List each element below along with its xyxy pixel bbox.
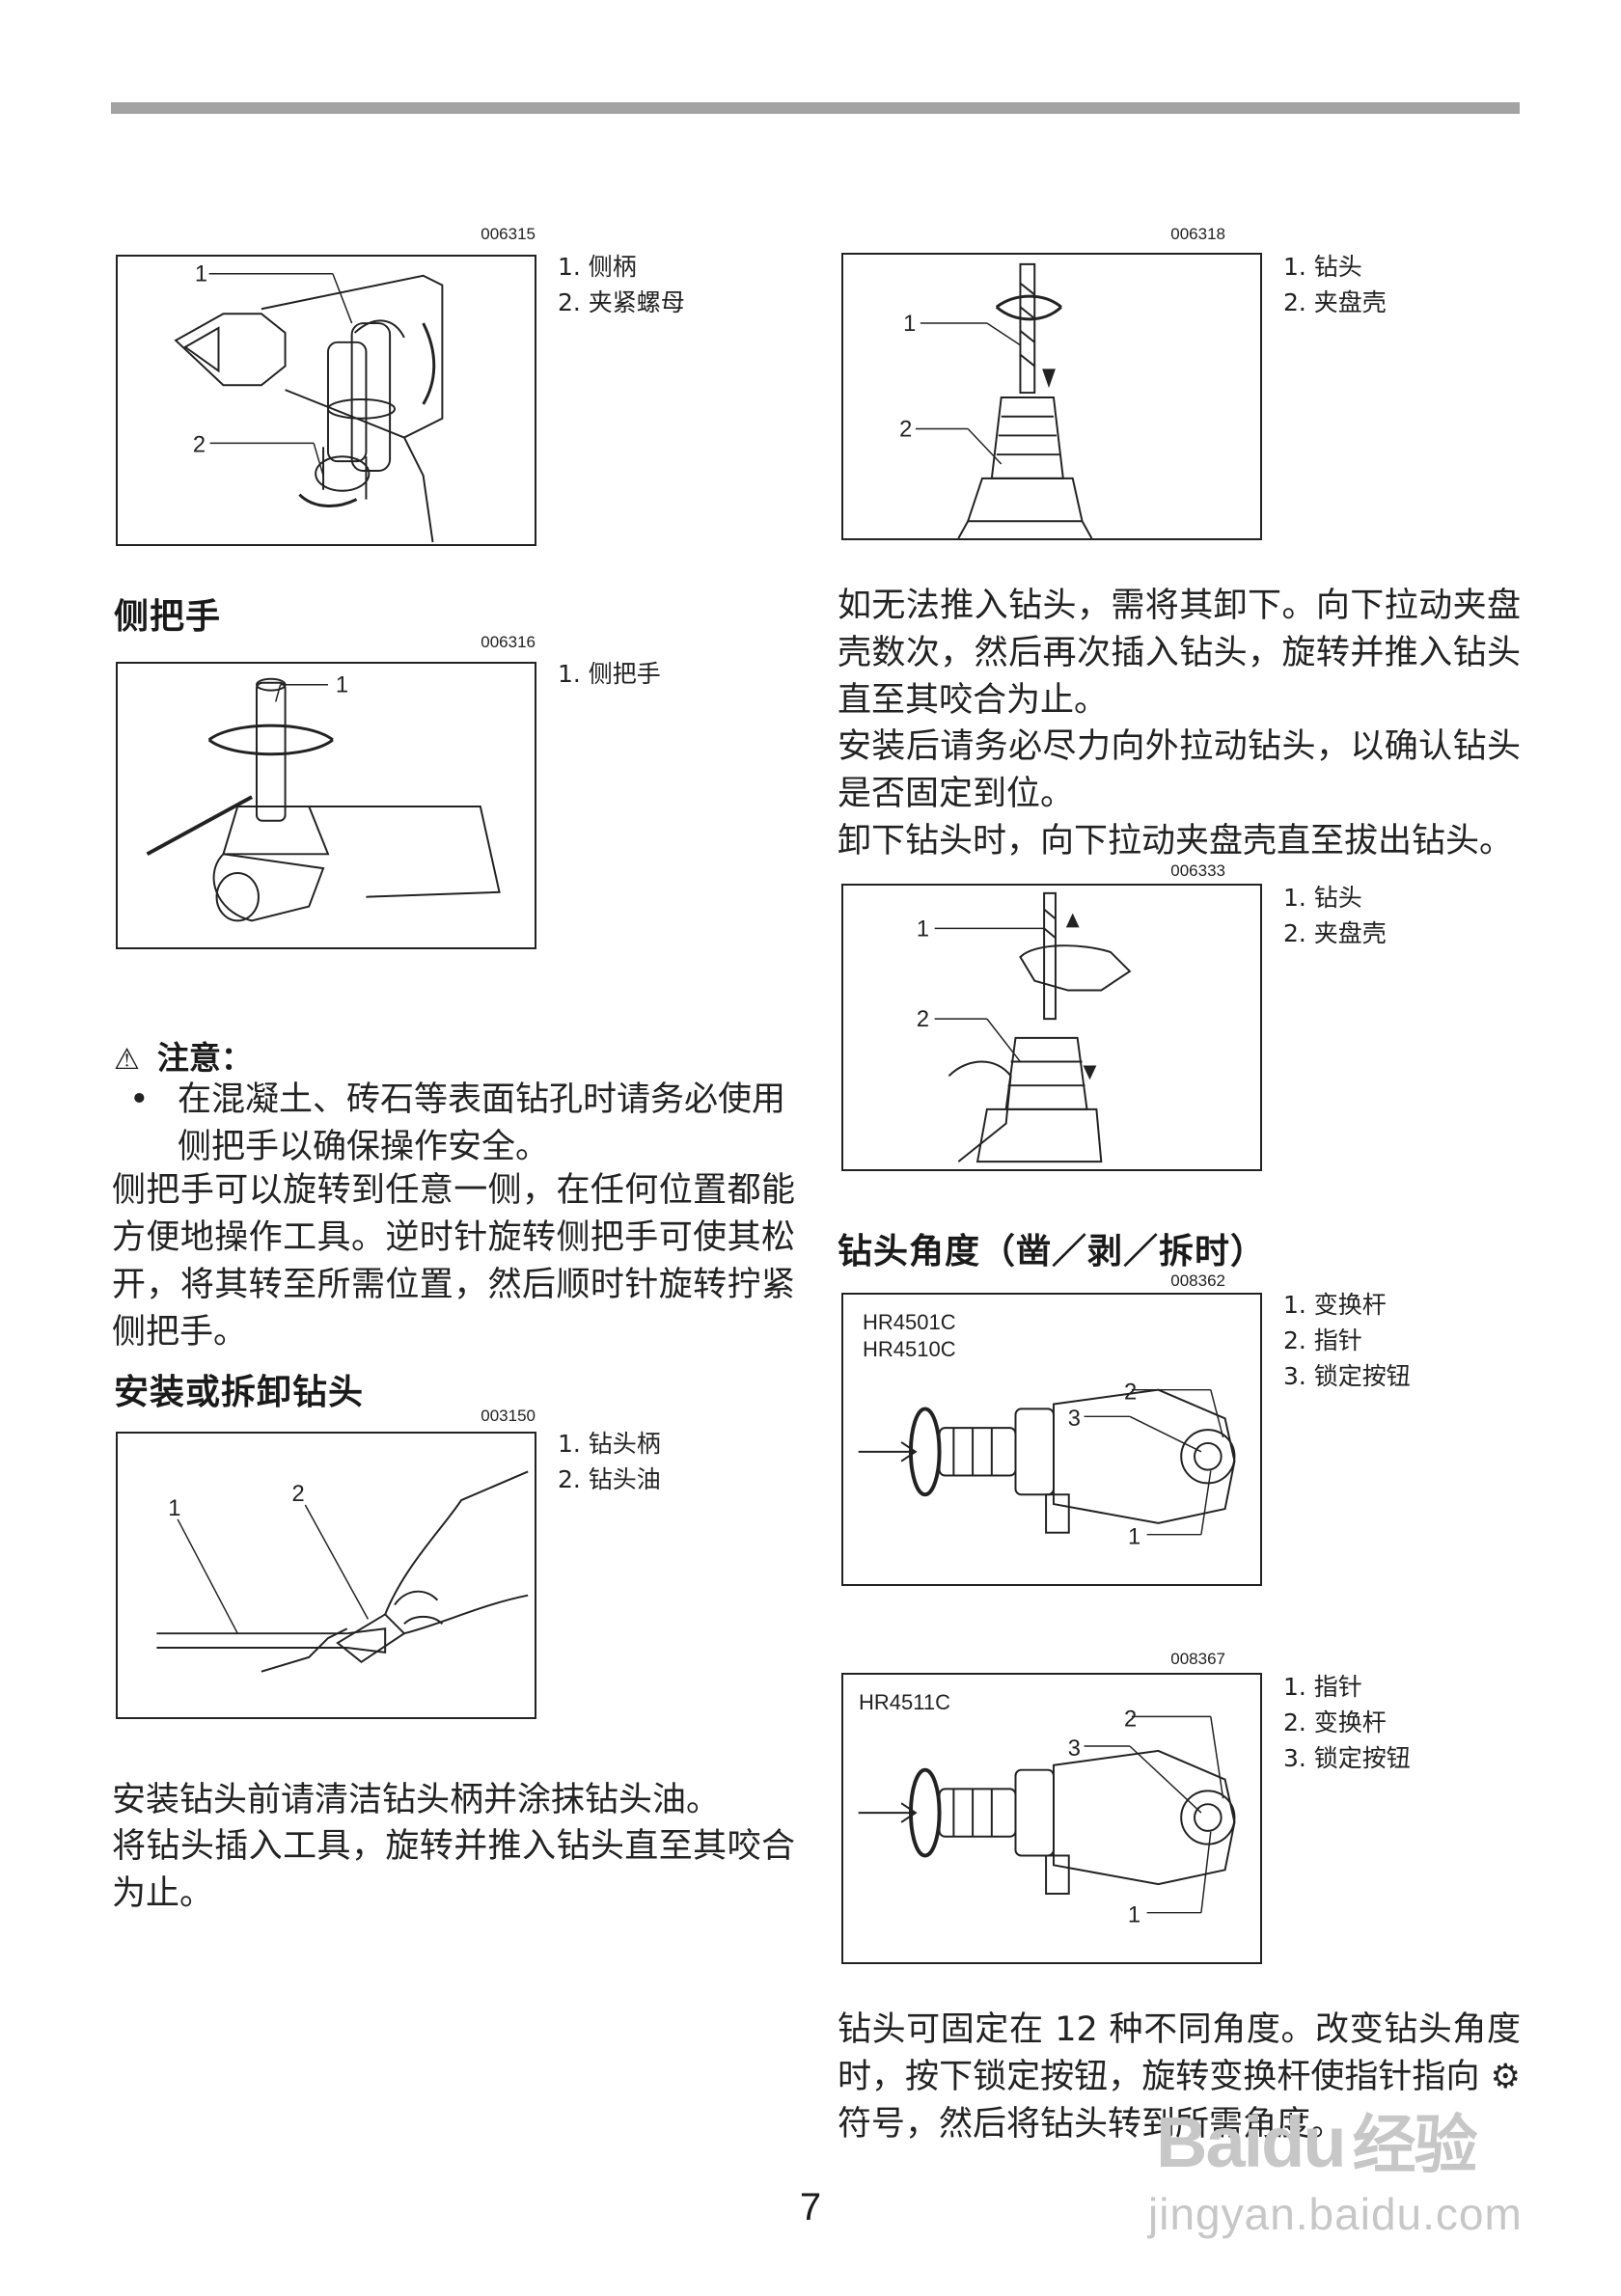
heading-bit-angle: 钻头角度（凿／剥／拆时）	[838, 1232, 1267, 1271]
figure-code: 006318	[1170, 225, 1225, 243]
figure-remove-bit: 1 2	[841, 884, 1262, 1171]
caution-item: • 在混凝土、砖石等表面钻孔时请务必使用侧把手以确保操作安全。	[129, 1077, 795, 1171]
legend-item: 2. 夹盘壳	[1283, 919, 1387, 947]
remove-bit-illustration: 1 2	[917, 891, 1132, 1163]
legend-item: 3. 锁定按钮	[1283, 1744, 1411, 1772]
figure-angle-hr4511c: HR4511C 2 3 1	[841, 1673, 1262, 1964]
legend-item: 1. 钻头	[1283, 884, 1362, 912]
figure-side-grip: 1 2	[116, 255, 536, 546]
legend-item: 2. 指针	[1283, 1326, 1362, 1354]
figure-legend: 1. 钻头 2. 夹盘壳	[1283, 880, 1387, 951]
right-paragraph-3: 卸下钻头时，向下拉动夹盘壳直至拔出钻头。	[838, 822, 1514, 861]
svg-text:2: 2	[1124, 1380, 1137, 1406]
legend-item: 2. 变换杆	[1283, 1708, 1387, 1736]
figure-legend: 1. 侧把手	[558, 656, 661, 692]
svg-text:1: 1	[1128, 1525, 1140, 1550]
model-label: HR4501C	[863, 1310, 956, 1334]
caution-title: ⚠注意：	[114, 1039, 253, 1077]
angle-hr4501c-illustration: 2 3 1	[858, 1380, 1236, 1550]
legend-item: 2. 钻头油	[558, 1465, 661, 1493]
svg-text:3: 3	[1068, 1407, 1081, 1432]
svg-text:3: 3	[1068, 1736, 1081, 1762]
legend-item: 1. 侧把手	[558, 660, 661, 688]
figure-legend: 1. 钻头柄 2. 钻头油	[558, 1426, 661, 1497]
legend-item: 3. 锁定按钮	[1283, 1362, 1411, 1390]
warning-icon: ⚠	[114, 1043, 140, 1077]
figure-legend: 1. 侧柄 2. 夹紧螺母	[558, 249, 685, 320]
legend-item: 1. 变换杆	[1283, 1291, 1387, 1319]
bit-grease-illustration: 1 2	[156, 1470, 529, 1673]
model-label: HR4510C	[863, 1337, 956, 1361]
svg-text:2: 2	[899, 417, 912, 442]
svg-text:2: 2	[1124, 1707, 1137, 1732]
svg-text:1: 1	[195, 262, 207, 287]
figure-angle-hr4501c: HR4501C HR4510C 2 3 1	[841, 1293, 1262, 1586]
side-handle-illustration: 1	[146, 673, 501, 922]
insert-bit-illustration: 1 2	[899, 262, 1093, 538]
figure-code: 006316	[481, 633, 536, 651]
figure-code: 008362	[1170, 1271, 1225, 1290]
svg-text:1: 1	[336, 673, 348, 698]
side-grip-illustration: 1 2	[174, 262, 444, 543]
heading-side-handle: 侧把手	[114, 597, 222, 637]
legend-item: 1. 侧柄	[558, 253, 637, 281]
figure-legend: 1. 钻头 2. 夹盘壳	[1283, 249, 1387, 320]
legend-item: 1. 钻头柄	[558, 1430, 661, 1458]
bullet-icon: •	[129, 1080, 150, 1119]
svg-text:1: 1	[917, 916, 929, 942]
svg-text:1: 1	[1128, 1903, 1140, 1928]
svg-text:1: 1	[168, 1496, 180, 1521]
angle-paragraph: 钻头可固定在 12 种不同角度。改变钻头角度时，按下锁定按钮，旋转变换杆使指针指…	[838, 2010, 1521, 2144]
legend-item: 2. 夹紧螺母	[558, 288, 685, 316]
legend-item: 1. 钻头	[1283, 253, 1362, 281]
right-paragraph-1: 如无法推入钻头，需将其卸下。向下拉动夹盘壳数次，然后再次插入钻头，旋转并推入钻头…	[838, 587, 1521, 720]
figure-legend: 1. 变换杆 2. 指针 3. 锁定按钮	[1283, 1287, 1411, 1394]
install-paragraph-1: 安装钻头前请清洁钻头柄并涂抹钻头油。	[112, 1781, 721, 1819]
figure-legend: 1. 指针 2. 变换杆 3. 锁定按钮	[1283, 1669, 1411, 1776]
page-number: 7	[799, 2186, 822, 2228]
figure-insert-bit: 1 2	[841, 253, 1262, 540]
figure-code: 003150	[481, 1407, 536, 1425]
figure-side-handle: 1	[116, 662, 536, 949]
figure-code: 008367	[1170, 1650, 1225, 1668]
svg-text:1: 1	[903, 312, 916, 337]
svg-text:2: 2	[291, 1482, 304, 1507]
heading-install-bit: 安装或拆卸钻头	[114, 1373, 365, 1412]
caution-text: 在混凝土、砖石等表面钻孔时请务必使用侧把手以确保操作安全。	[178, 1080, 786, 1166]
legend-item: 1. 指针	[1283, 1673, 1362, 1701]
legend-item: 2. 夹盘壳	[1283, 288, 1387, 316]
figure-code: 006315	[481, 225, 536, 243]
side-handle-paragraph: 侧把手可以旋转到任意一侧，在任何位置都能方便地操作工具。逆时针旋转侧把手可使其松…	[112, 1171, 795, 1352]
figure-code: 006333	[1170, 861, 1225, 880]
model-label: HR4511C	[859, 1690, 950, 1714]
figure-bit-grease: 1 2	[116, 1432, 536, 1719]
watermark-url: jingyan.baidu.com	[1148, 2189, 1523, 2239]
svg-text:2: 2	[193, 432, 206, 457]
install-paragraph-2: 将钻头插入工具，旋转并推入钻头直至其咬合为止。	[112, 1827, 795, 1913]
angle-hr4511c-illustration: 2 3 1	[858, 1707, 1236, 1928]
top-rule	[111, 102, 1520, 114]
right-paragraph-2: 安装后请务必尽力向外拉动钻头，以确认钻头是否固定到位。	[838, 727, 1521, 813]
svg-text:2: 2	[917, 1007, 929, 1032]
